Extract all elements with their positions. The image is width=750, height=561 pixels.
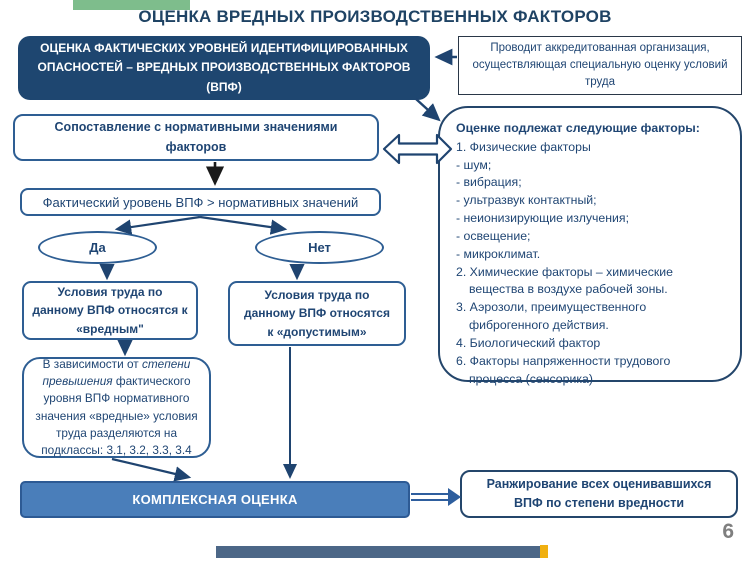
assessment-box-label: ОЦЕНКА ФАКТИЧЕСКИХ УРОВНЕЙ ИДЕНТИФИЦИРОВ… bbox=[37, 41, 411, 94]
complex-assessment-label: КОМПЛЕКСНАЯ ОЦЕНКА bbox=[132, 492, 298, 507]
acceptable-conditions-box: Условия труда по данному ВПФ относятся к… bbox=[228, 281, 406, 346]
factor-item: - неионизирующие излучения; bbox=[456, 211, 630, 226]
factor-item: 4. Биологический фактор bbox=[456, 335, 601, 350]
yes-ellipse: Да bbox=[38, 231, 157, 264]
arrow-subclass-to-complex bbox=[111, 457, 192, 482]
page-number: 6 bbox=[722, 520, 734, 543]
yes-label: Да bbox=[89, 240, 106, 255]
factor-item: 3. Аэрозоли, преимущественного фиброгенн… bbox=[456, 300, 647, 333]
factor-item: 1. Физические факторы bbox=[456, 139, 591, 154]
compare-box-label: Сопоставление с нормативными значениями … bbox=[54, 120, 338, 154]
subclass-label: В зависимости от степени превышения факт… bbox=[35, 357, 198, 457]
factor-item: 2. Химические факторы – химические вещес… bbox=[456, 264, 673, 297]
harmful-conditions-label: Условия труда по данному ВПФ относятся к… bbox=[32, 284, 188, 336]
bottom-bar-accent bbox=[540, 545, 548, 558]
factors-panel: Оценке подлежат следующие факторы: 1. Фи… bbox=[438, 106, 742, 386]
provider-note-label: Проводит аккредитованная организация, ос… bbox=[472, 41, 728, 89]
factor-item: - вибрация; bbox=[456, 175, 522, 190]
compare-box: Сопоставление с нормативными значениями … bbox=[13, 114, 379, 161]
acceptable-conditions-label: Условия труда по данному ВПФ относятся к… bbox=[244, 287, 390, 339]
no-ellipse: Нет bbox=[255, 231, 384, 264]
no-label: Нет bbox=[308, 240, 331, 255]
factor-item: - микроклимат. bbox=[456, 246, 541, 261]
subclass-box: В зависимости от степени превышения факт… bbox=[22, 357, 211, 458]
bottom-bar bbox=[216, 546, 540, 558]
level-box-label: Фактический уровень ВПФ > нормативных зн… bbox=[42, 194, 359, 210]
complex-assessment-box: КОМПЛЕКСНАЯ ОЦЕНКА bbox=[20, 481, 410, 518]
slide-title: ОЦЕНКА ВРЕДНЫХ ПРОИЗВОДСТВЕННЫХ ФАКТОРОВ bbox=[138, 7, 612, 26]
factor-item: - освещение; bbox=[456, 228, 531, 243]
provider-note-box: Проводит аккредитованная организация, ос… bbox=[458, 36, 742, 95]
green-accent-bar bbox=[73, 0, 190, 10]
factors-panel-header: Оценке подлежат следующие факторы: bbox=[456, 121, 700, 135]
factor-item: - ультразвук контактный; bbox=[456, 193, 597, 208]
assessment-box: ОЦЕНКА ФАКТИЧЕСКИХ УРОВНЕЙ ИДЕНТИФИЦИРОВ… bbox=[18, 36, 430, 100]
factor-item: 6. Факторы напряженности трудового проце… bbox=[456, 353, 671, 386]
factor-item: - шум; bbox=[456, 157, 492, 172]
ranking-label: Ранжирование всех оценивавшихся ВПФ по с… bbox=[486, 477, 712, 510]
arrow-level-to-yes bbox=[114, 215, 201, 235]
ranking-box: Ранжирование всех оценивавшихся ВПФ по с… bbox=[460, 470, 738, 518]
harmful-conditions-box: Условия труда по данному ВПФ относятся к… bbox=[22, 281, 198, 340]
arrow-assessment-to-panel bbox=[415, 98, 441, 122]
arrow-level-to-no bbox=[199, 215, 288, 235]
level-box: Фактический уровень ВПФ > нормативных зн… bbox=[20, 188, 381, 216]
